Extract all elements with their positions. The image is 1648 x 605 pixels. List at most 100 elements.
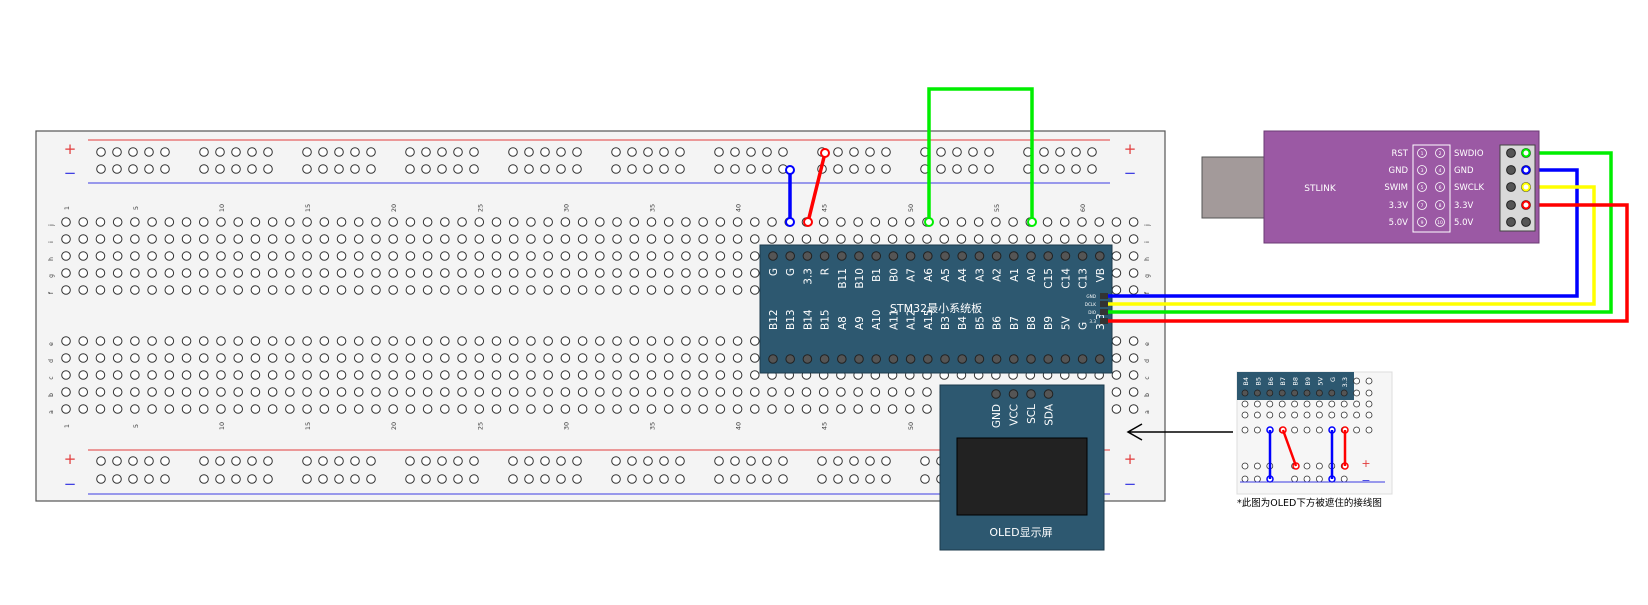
breadboard-hole [595,370,605,380]
wire-endpoint [1521,148,1531,158]
breadboard-hole [353,251,364,261]
breadboard-rail-hole [746,474,756,484]
breadboard-hole [388,251,398,261]
breadboard-rail-hole [627,164,637,174]
breadboard-hole [405,234,416,244]
jumper-wire-green [927,87,1034,222]
breadboard-hole [267,387,278,397]
row-letter: h [1144,257,1151,261]
breadboard-hole [405,268,416,278]
row-letter: b [1144,393,1151,397]
breadboard-rail-hole [817,474,827,484]
inset-hole [1365,426,1373,434]
inset-pin-label: B6 [1267,377,1275,386]
stm32-bottom-pin-label: A10 [871,309,883,330]
breadboard-rail-hole [302,164,312,174]
breadboard-hole [405,217,416,227]
breadboard-hole [853,404,863,414]
stm32-side-pin [1100,301,1108,307]
row-letter: f [1144,291,1151,294]
inset-hole [1254,426,1261,434]
stm32-top-pin-label: A7 [906,268,918,282]
breadboard-hole [750,234,760,244]
breadboard-hole [353,285,364,295]
breadboard-rail-hole [247,474,257,484]
row-letter: b [48,393,55,397]
stm32-pin-hole [905,354,916,364]
breadboard-hole [61,404,71,414]
breadboard-rail-hole [350,164,360,174]
stm32-pin-hole [785,251,796,261]
breadboard-hole [939,217,950,227]
stlink-header-pins [1506,148,1531,227]
breadboard-hole [78,387,89,397]
breadboard-hole [1059,217,1070,227]
breadboard-hole [130,353,140,363]
breadboard-hole [302,404,312,414]
inset-hole [1303,411,1311,419]
breadboard-hole [1111,404,1122,414]
breadboard-hole [560,387,571,397]
stm32-pin-hole [768,251,778,261]
breadboard-hole [732,404,743,414]
breadboard-hole [508,336,519,346]
breadboard-rail-hole [627,474,637,484]
breadboard-rail-hole [556,164,566,174]
stlink-left-pin-label: 5.0V [1389,218,1409,228]
breadboard-hole [164,251,175,261]
breadboard-rail-hole [730,164,740,174]
breadboard-hole [681,370,691,380]
breadboard-hole [1128,217,1139,227]
breadboard-hole [543,234,553,244]
breadboard-rail-hole [849,456,859,466]
breadboard-hole [1008,217,1018,227]
breadboard-hole [1111,251,1122,261]
breadboard-hole [612,336,622,346]
breadboard-hole [147,285,157,295]
breadboard-rail-hole [112,147,122,157]
breadboard-rail-hole [849,147,859,157]
row-letter: j [48,224,55,227]
breadboard-rail-hole [540,164,550,174]
stlink-usb-plug [1201,156,1265,219]
breadboard-rail-hole [762,164,772,174]
breadboard-rail-hole [199,474,209,484]
breadboard-rail-hole [247,147,257,157]
stm32-top-pin-label: A3 [974,268,986,282]
breadboard-hole [112,370,123,380]
inset-minus-sign: − [1361,474,1370,487]
stm32-pin-hole [1043,354,1053,364]
breadboard-hole [681,217,691,227]
breadboard-rail-hole [199,164,209,174]
breadboard-rail-hole [215,474,225,484]
breadboard-hole [371,387,381,397]
breadboard-hole [508,353,519,363]
breadboard-hole [181,370,192,380]
breadboard-rail-hole [1087,164,1097,174]
stm32-side-pin [1100,309,1108,315]
breadboard-rail-hole [659,456,669,466]
breadboard-rail-hole [318,456,328,466]
stm32-side-pin-label: DCLK [1085,302,1096,307]
breadboard-hole [595,387,605,397]
breadboard-hole [715,234,726,244]
breadboard-hole [818,234,829,244]
breadboard-hole [112,268,123,278]
breadboard-hole [1128,404,1139,414]
breadboard-hole [543,336,553,346]
breadboard-rail-hole [453,147,463,157]
breadboard-hole [474,353,485,363]
breadboard-hole [422,387,433,397]
stm32-bottom-pin-label: B7 [1009,316,1021,330]
column-number: 35 [648,422,656,430]
breadboard-hole [577,387,588,397]
breadboard-rail-hole [540,147,550,157]
breadboard-hole [285,268,295,278]
breadboard-hole [646,251,657,261]
breadboard-rail-hole [421,456,431,466]
inset-rail-hole [1241,462,1249,470]
breadboard-hole [595,268,605,278]
wire-endpoint [820,148,830,158]
